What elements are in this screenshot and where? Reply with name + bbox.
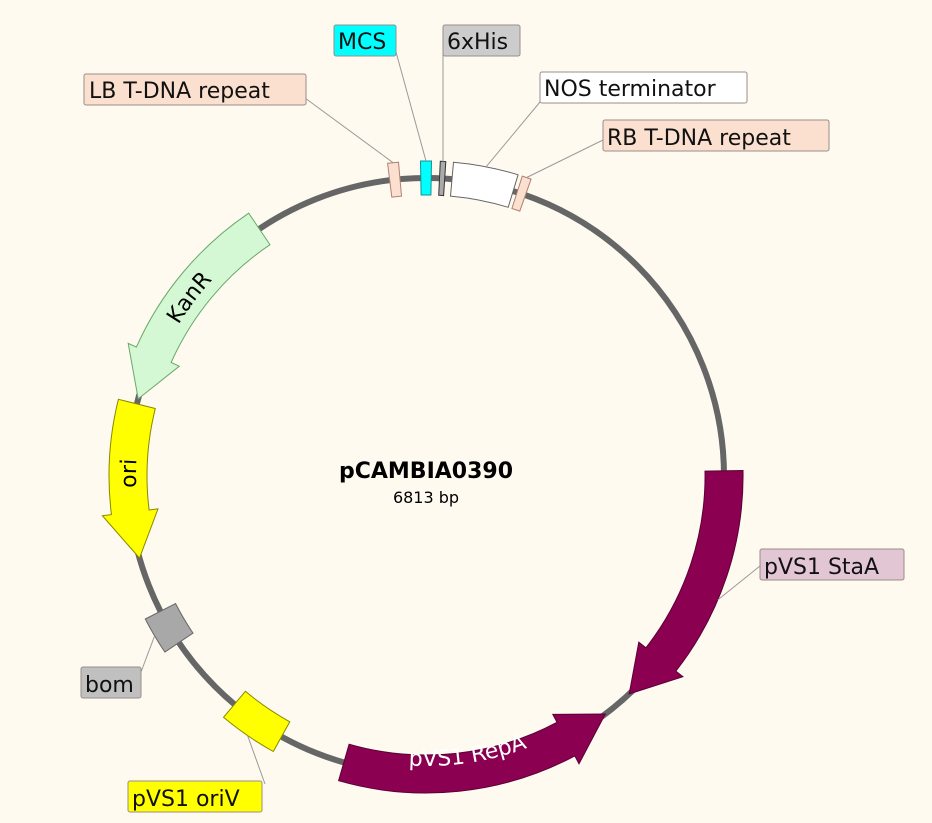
label-pvs1-oriv[interactable]: pVS1 oriV xyxy=(127,780,263,813)
feature-ori[interactable] xyxy=(101,398,159,560)
label-lb[interactable]: LB T-DNA repeat xyxy=(83,73,307,106)
feature-oriv[interactable] xyxy=(222,690,291,753)
leader-stas xyxy=(717,565,761,601)
label-mcs[interactable]: MCS xyxy=(333,24,397,57)
label-rb[interactable]: RB T-DNA repeat xyxy=(602,119,830,152)
label-pvs1-oriv-text: pVS1 oriV xyxy=(132,787,240,812)
label-6xhis-text: 6xHis xyxy=(447,30,508,55)
feature-lb[interactable] xyxy=(387,161,403,198)
label-lb-text: LB T-DNA repeat xyxy=(89,79,270,104)
plasmid-size: 6813 bp xyxy=(393,488,459,507)
feature-his[interactable] xyxy=(438,160,447,197)
leader-oriv xyxy=(247,735,266,785)
leader-nos xyxy=(485,101,541,168)
label-6xhis[interactable]: 6xHis xyxy=(442,24,521,57)
feature-bom[interactable] xyxy=(144,602,194,653)
label-bom-text: bom xyxy=(85,673,134,698)
plasmid-name: pCAMBIA0390 xyxy=(339,459,513,484)
feature-mcs[interactable] xyxy=(419,160,433,196)
label-mcs-text: MCS xyxy=(338,30,386,55)
label-nos-terminator[interactable]: NOS terminator xyxy=(539,71,748,104)
label-rb-text: RB T-DNA repeat xyxy=(607,126,791,151)
leader-rb xyxy=(526,139,604,178)
label-pvs1-staa[interactable]: pVS1 StaA xyxy=(759,548,905,581)
label-ori: ori xyxy=(117,458,143,488)
leader-bom xyxy=(140,635,156,673)
label-pvs1-staa-text: pVS1 StaA xyxy=(764,555,879,580)
feature-rb[interactable] xyxy=(511,175,532,212)
leader-lb xyxy=(304,97,394,164)
label-bom[interactable]: bom xyxy=(80,666,142,699)
feature-nos[interactable] xyxy=(449,161,519,208)
feature-kanr[interactable] xyxy=(127,212,271,400)
feature-stas[interactable] xyxy=(628,469,744,695)
feature-repa[interactable] xyxy=(337,713,607,794)
leader-mcs xyxy=(395,51,427,162)
label-nos-terminator-text: NOS terminator xyxy=(544,77,717,102)
